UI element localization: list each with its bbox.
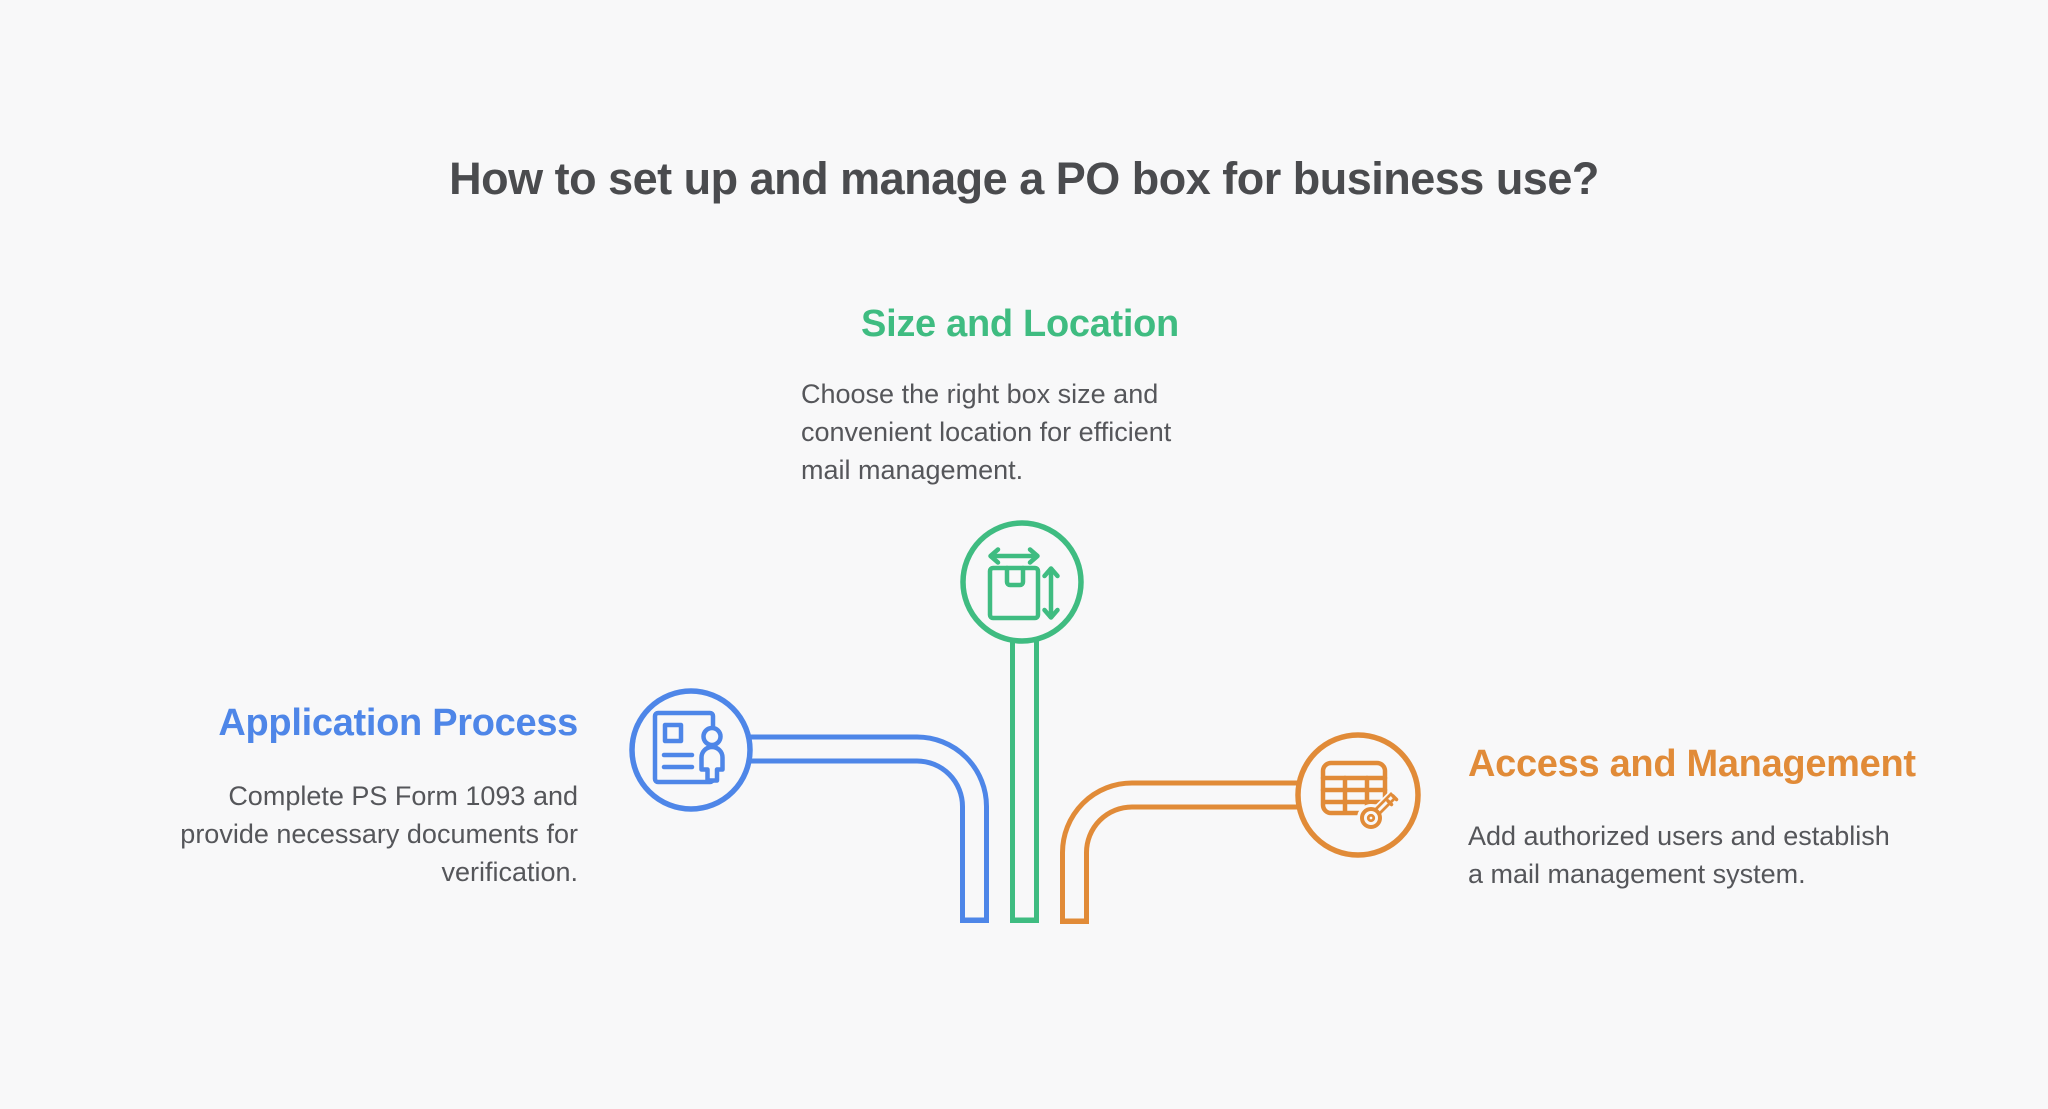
box-dimensions-icon — [987, 547, 1060, 621]
description-line: Complete PS Form 1093 and — [228, 781, 578, 811]
section-description-size-and-location: Choose the right box size and convenient… — [801, 375, 1241, 489]
description-line: Choose the right box size and — [801, 379, 1159, 409]
section-title-application-process: Application Process — [218, 702, 578, 744]
section-description-application-process: Complete PS Form 1093 and provide necess… — [98, 777, 578, 891]
description-line: mail management. — [801, 455, 1024, 485]
page-title: How to set up and manage a PO box for bu… — [449, 153, 1599, 204]
key-glyph — [1357, 788, 1401, 832]
section-title-access-and-management: Access and Management — [1468, 743, 1916, 785]
description-line: verification. — [441, 857, 578, 887]
orange-pipe — [1060, 780, 1358, 924]
description-line: convenient location for efficient — [801, 417, 1172, 447]
description-line: provide necessary documents for — [180, 819, 578, 849]
description-line: Add authorized users and establish — [1468, 821, 1890, 851]
application-node-circle — [629, 688, 753, 812]
access-node-circle — [1295, 732, 1421, 858]
description-line: a mail management system. — [1468, 859, 1806, 889]
table-key-icon — [1320, 760, 1401, 832]
section-title-size-and-location: Size and Location — [861, 303, 1179, 345]
id-card-icon — [652, 710, 725, 785]
section-description-access-and-management: Add authorized users and establish a mai… — [1468, 817, 2028, 893]
blue-pipe — [691, 734, 989, 923]
